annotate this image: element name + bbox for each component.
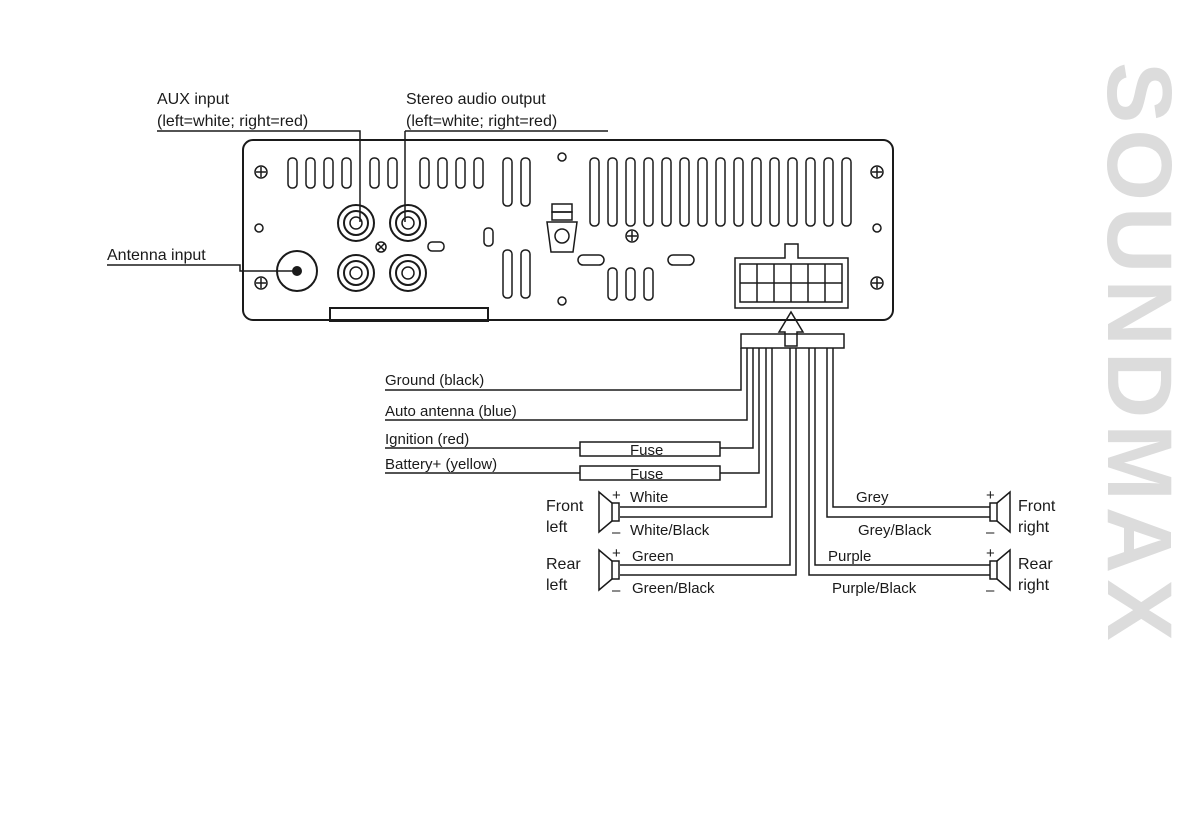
panel-bottom-tab [329,307,489,322]
screw-icon [870,165,884,179]
wire-white-black-label: White/Black [630,522,710,539]
polarity-minus: – [986,582,995,599]
stereo-output-leader [404,130,608,222]
front-right-label: Front [1018,498,1056,515]
harness-plug [740,333,845,349]
speaker-front-left-icon [598,490,620,534]
fuse-battery [579,465,721,481]
stereo-output-label: Stereo audio output [406,91,546,108]
vent-slots-top-right [589,157,852,227]
head-unit-rear-panel [242,139,894,322]
screw-icon [375,241,387,253]
antenna-input-leader [107,264,296,272]
speaker-front-right-icon [989,490,1011,534]
mounting-hole [557,296,567,306]
screw-icon [870,276,884,290]
wire-purple-black-label: Purple/Black [832,580,917,597]
vent-slots-bottom [427,227,695,301]
fuse-battery-label: Fuse [630,466,663,483]
wire-battery-label: Battery+ (yellow) [385,456,497,473]
polarity-minus: – [986,524,995,541]
wire-purple-label: Purple [828,548,871,565]
mounting-hole [872,223,882,233]
rca-jack-aux-left [337,204,375,242]
speaker-rear-left-icon [598,548,620,592]
brand-watermark: SOUNDMAX [1088,62,1190,647]
aux-input-detail: (left=white; right=red) [157,113,308,130]
iso-connector [734,243,849,309]
wire-ground-label: Ground (black) [385,372,484,389]
aux-input-leader [157,130,361,222]
wire-grey-black-label: Grey/Black [858,522,932,539]
rear-right-label: Rear [1018,556,1053,573]
wire-white-label: White [630,489,668,506]
fuse-ignition-label: Fuse [630,442,663,459]
harness-wires [385,348,990,576]
screw-icon [625,229,639,243]
wire-auto-antenna-label: Auto antenna (blue) [385,403,517,420]
front-left-label: Front [546,498,584,515]
aux-input-label: AUX input [157,91,230,108]
wire-green-black-label: Green/Black [632,580,715,597]
mounting-hole [557,152,567,162]
stereo-output-detail: (left=white; right=red) [406,113,557,130]
mounting-hole [254,223,264,233]
wire-grey-label: Grey [856,489,889,506]
polarity-plus: + [612,487,621,504]
wire-green-label: Green [632,548,674,565]
vent-slots-top-left [287,157,531,207]
rca-jack-out-left [389,204,427,242]
rear-right-label-2: right [1018,577,1050,594]
wire-ignition-label: Ignition (red) [385,431,469,448]
speaker-rear-right-icon [989,548,1011,592]
screw-icon [254,276,268,290]
fuse-ignition [579,441,721,457]
fuse-holder [546,203,578,253]
polarity-minus: – [612,582,621,599]
rear-left-label: Rear [546,556,581,573]
antenna-input-label: Antenna input [107,247,206,264]
rear-left-label-2: left [546,577,568,594]
rca-jack-out-right [389,254,427,292]
polarity-plus: + [986,487,995,504]
front-left-label-2: left [546,519,568,536]
front-right-label-2: right [1018,519,1050,536]
screw-icon [254,165,268,179]
polarity-plus: + [612,545,621,562]
polarity-plus: + [986,545,995,562]
polarity-minus: – [612,524,621,541]
rca-jack-aux-right [337,254,375,292]
